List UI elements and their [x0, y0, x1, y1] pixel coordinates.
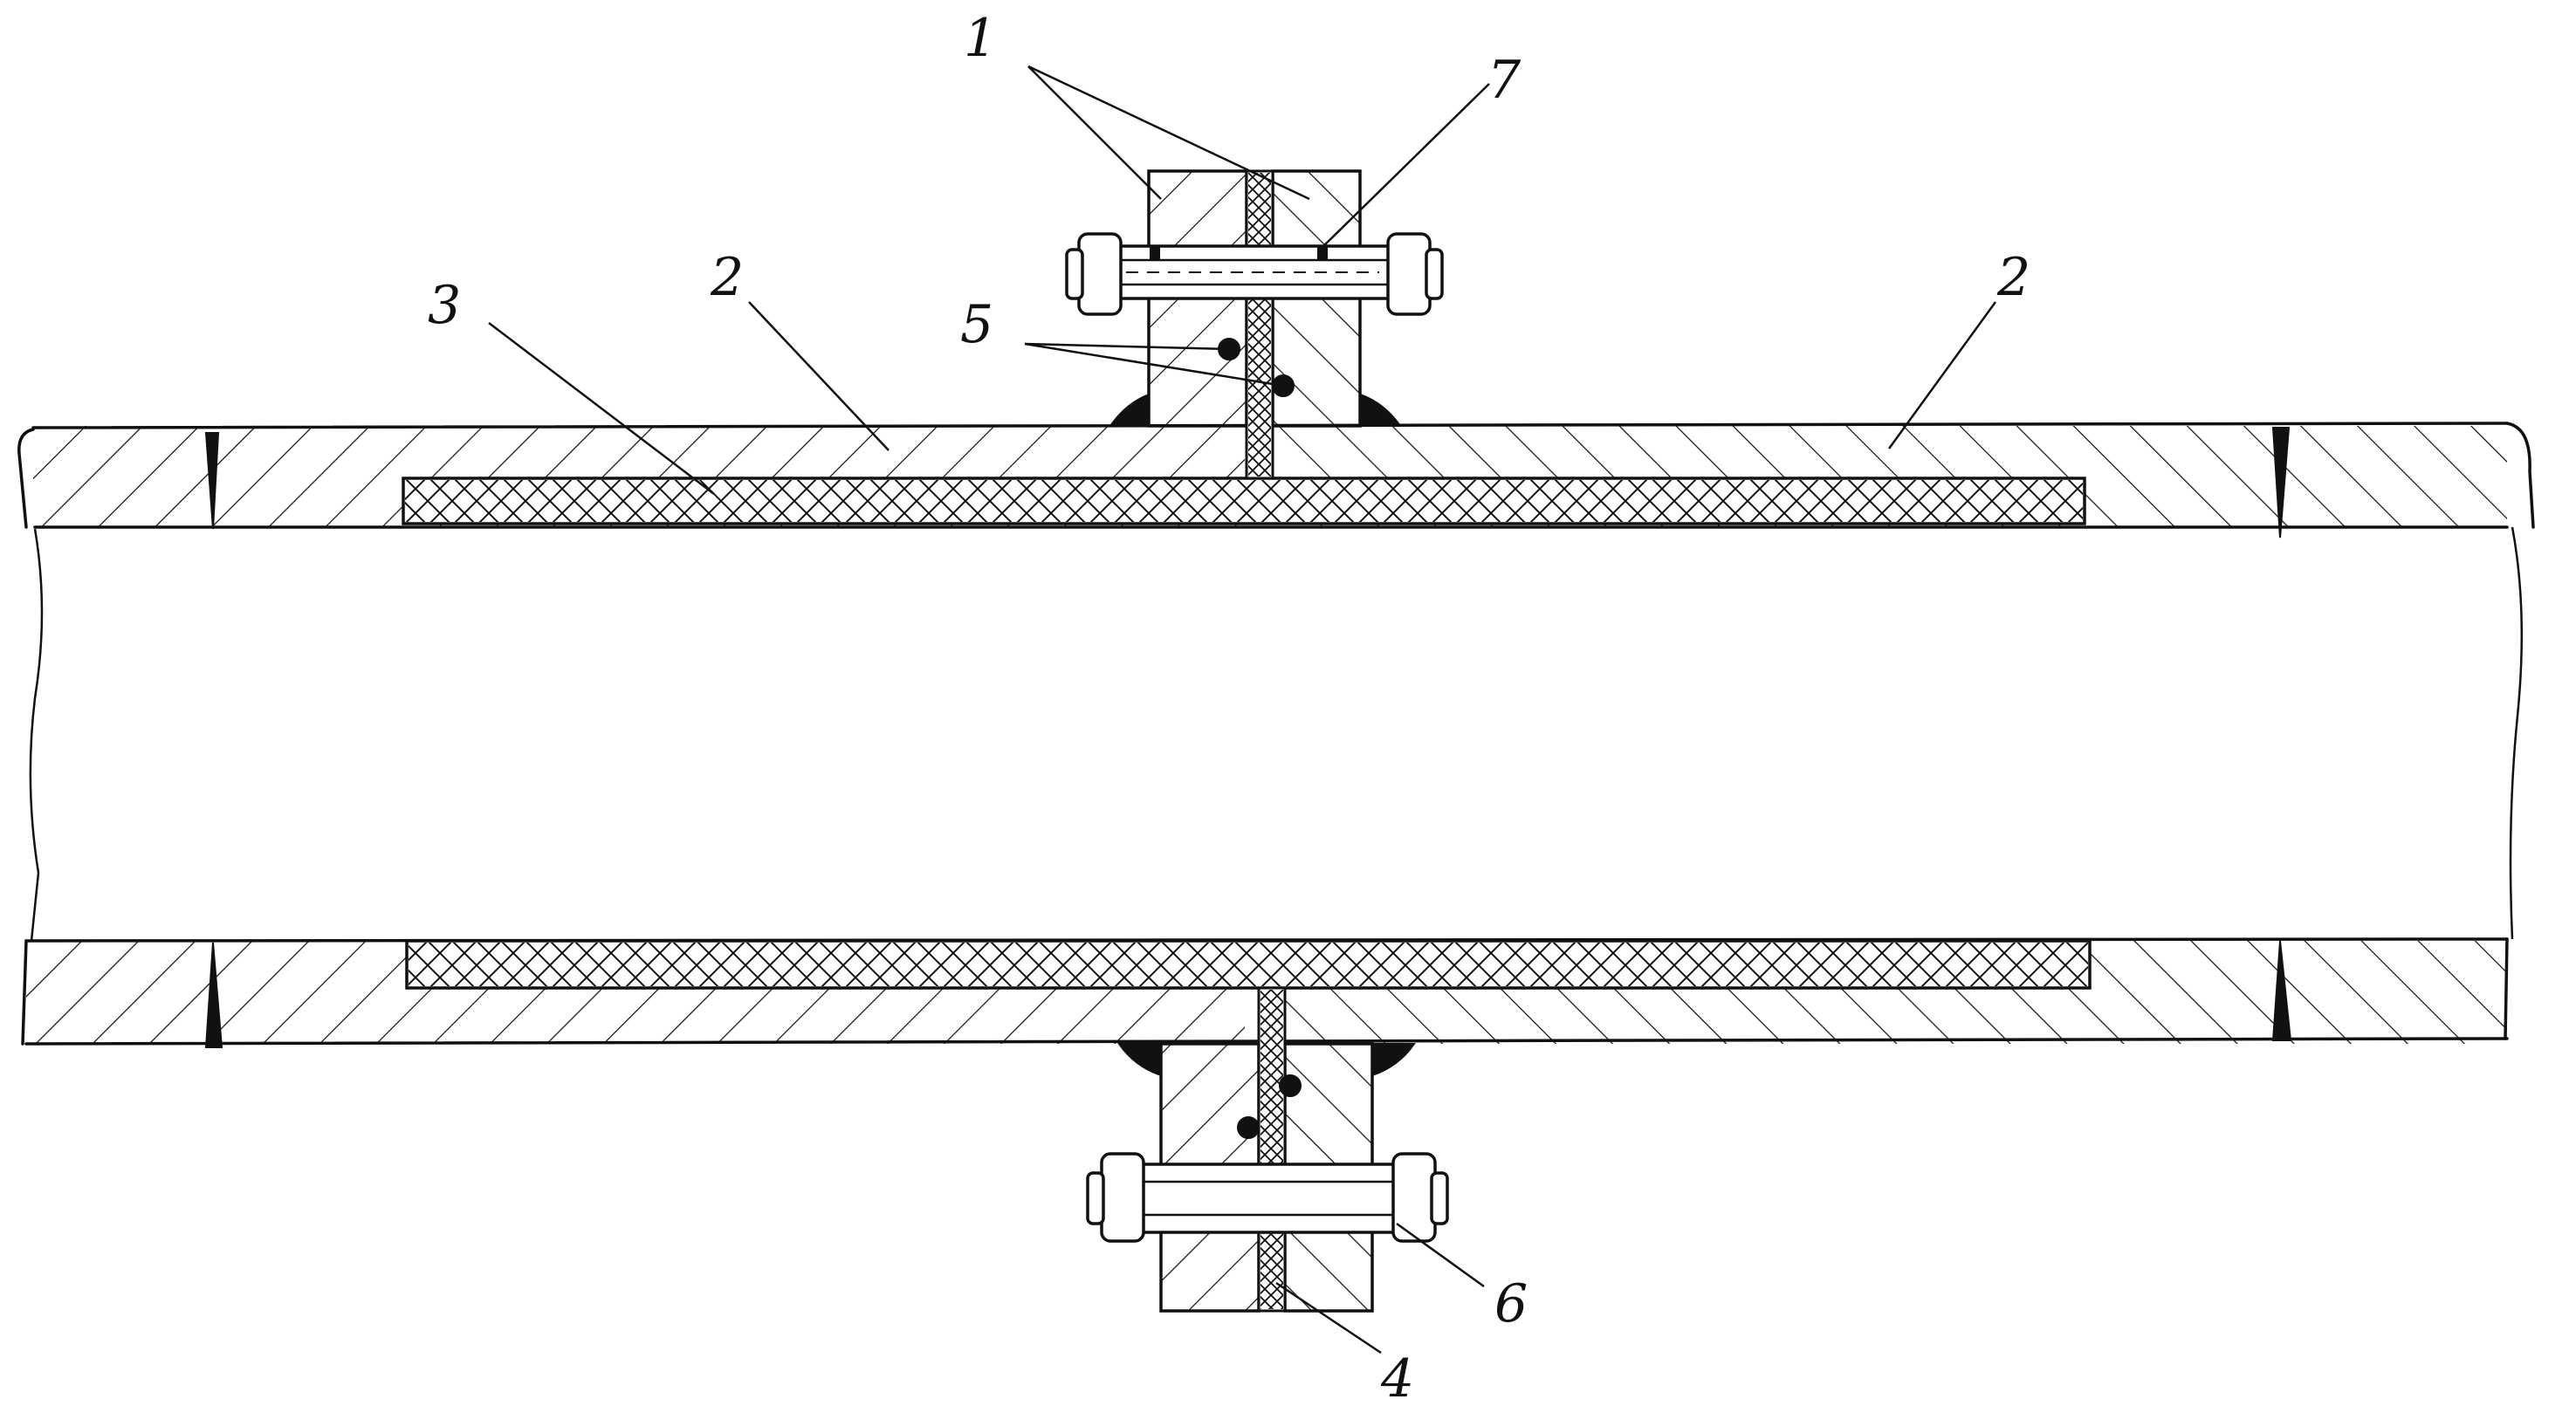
- top-nut-left: [1079, 234, 1121, 314]
- bottom-fillet-weld-right: [1372, 1044, 1414, 1075]
- top-fillet-weld-right: [1360, 394, 1400, 426]
- label-nut: 6: [1494, 1273, 1528, 1334]
- top-pipe-wall: [19, 423, 2533, 538]
- bottom-inner-weld-b: [1238, 1117, 1259, 1138]
- label-liner: 3: [428, 275, 461, 336]
- top-bolt-end-left: [1067, 250, 1082, 298]
- right-break-line: [2511, 527, 2522, 939]
- label-welds: 5: [960, 294, 993, 355]
- label-bolt-seal: 7: [1487, 50, 1522, 111]
- bottom-bolt-end-left: [1088, 1173, 1103, 1224]
- top-fillet-weld-left: [1110, 394, 1149, 426]
- bottom-fillet-weld-left: [1119, 1044, 1161, 1075]
- top-nut-right: [1388, 234, 1430, 314]
- label-flange-halves: 1: [964, 8, 997, 69]
- left-break-line: [31, 529, 42, 941]
- label-pipe-right: 2: [1996, 247, 2030, 308]
- label-pipe-left: 2: [710, 247, 744, 308]
- bottom-inner-weld-a: [1280, 1075, 1301, 1096]
- bottom-nut-right: [1393, 1154, 1435, 1241]
- top-bolt-end-right: [1426, 250, 1442, 298]
- label-gasket: 4: [1380, 1348, 1414, 1410]
- bottom-nut-left: [1102, 1154, 1144, 1241]
- bottom-bolt-end-right: [1432, 1173, 1447, 1224]
- bottom-bolt: [1124, 1164, 1412, 1232]
